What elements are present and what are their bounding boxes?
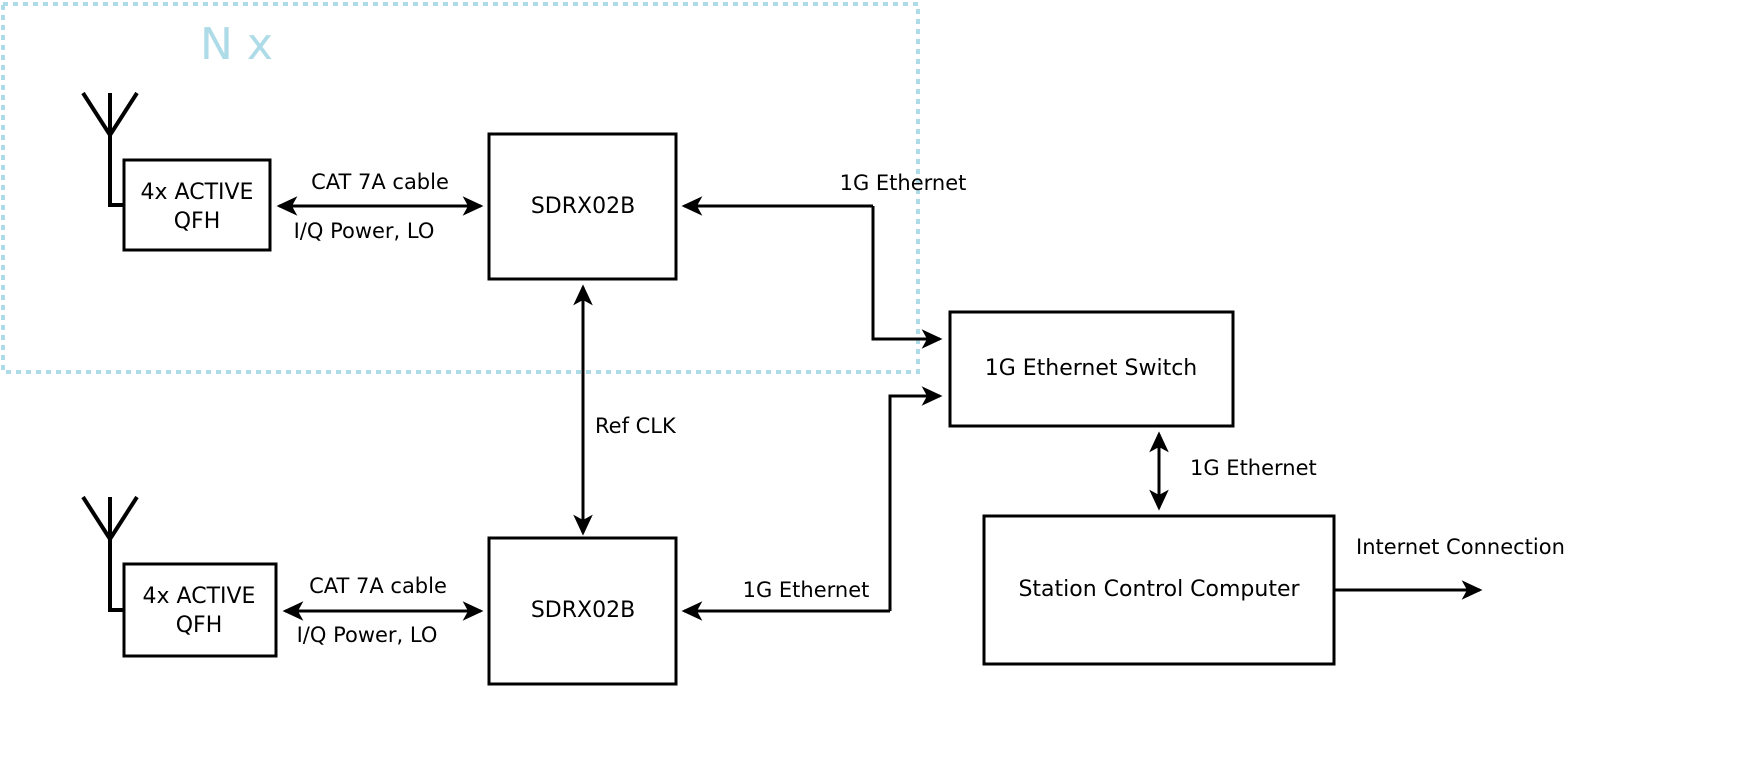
node-qfh-top-label-line1: 4x ACTIVE <box>141 180 254 205</box>
node-qfh-bottom[interactable] <box>122 562 278 658</box>
node-sdr-bottom-label: SDRX02B <box>531 598 635 623</box>
repeat-group-boundary <box>1 2 920 374</box>
edge-label-iq-power-lo-bottom: I/Q Power, LO <box>297 623 438 647</box>
edge-label-cat7a-top: CAT 7A cable <box>311 170 449 194</box>
node-qfh-top[interactable] <box>122 158 272 252</box>
node-ethernet-switch-label: 1G Ethernet Switch <box>985 356 1198 381</box>
node-sdr-bottom[interactable] <box>487 536 678 686</box>
repeat-group-label: N x <box>200 19 273 70</box>
node-station-control-computer[interactable] <box>982 514 1336 666</box>
node-qfh-bottom-label-line1: 4x ACTIVE <box>143 584 256 609</box>
node-sdr-top-label: SDRX02B <box>531 194 635 219</box>
antenna-icon-bottom <box>81 495 139 612</box>
edge-label-1g-ethernet-top: 1G Ethernet <box>840 171 967 195</box>
edge-label-1g-ethernet-bottom: 1G Ethernet <box>743 578 870 602</box>
node-qfh-bottom-label-line2: QFH <box>176 613 223 638</box>
node-qfh-top-label-line2: QFH <box>174 209 221 234</box>
edge-label-internet-connection: Internet Connection <box>1356 535 1565 559</box>
edge-label-iq-power-lo-top: I/Q Power, LO <box>294 219 435 243</box>
antenna-icon-top <box>81 91 139 207</box>
node-sdr-top[interactable] <box>487 132 678 281</box>
edge-label-1g-ethernet-switch-computer: 1G Ethernet <box>1190 456 1317 480</box>
edge-label-cat7a-bottom: CAT 7A cable <box>309 574 447 598</box>
node-station-control-computer-label: Station Control Computer <box>1018 577 1300 602</box>
node-ethernet-switch[interactable] <box>948 310 1235 428</box>
wire-sdr-top-to-switch-b <box>871 206 943 349</box>
edge-label-ref-clk: Ref CLK <box>595 414 677 438</box>
wire-sdr-bottom-to-switch-b <box>888 386 943 611</box>
